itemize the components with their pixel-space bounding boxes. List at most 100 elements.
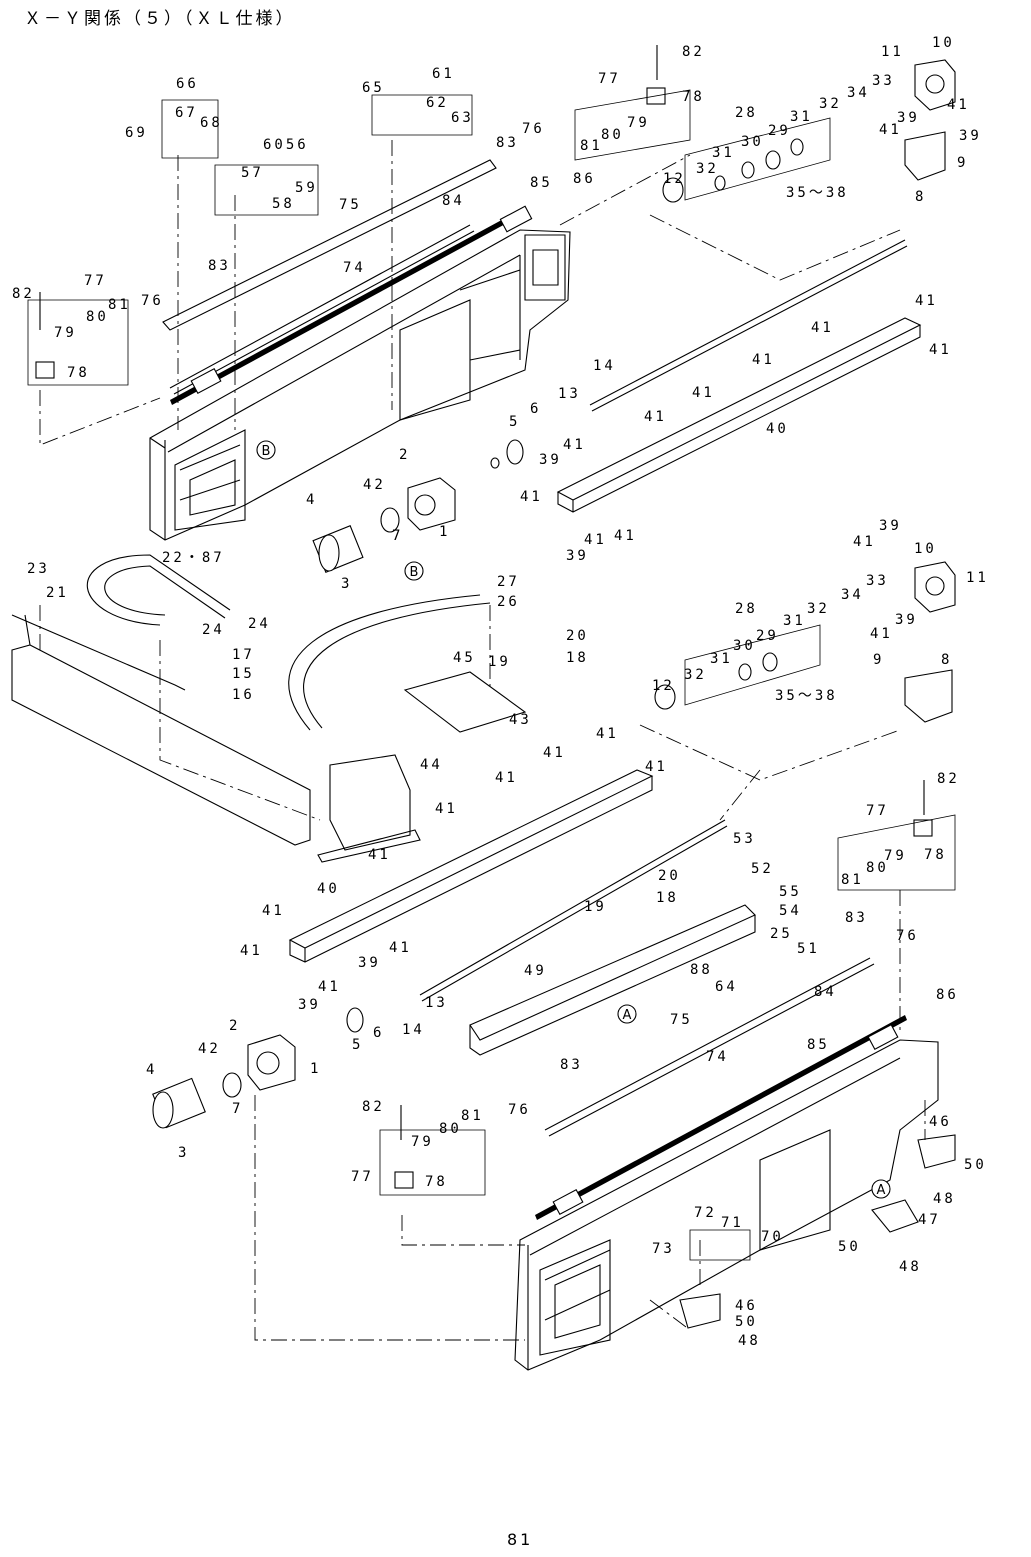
part-label: 4 bbox=[146, 1062, 157, 1078]
bracket-47 bbox=[871, 1199, 919, 1233]
part-label: 64 bbox=[715, 979, 738, 995]
part-label: 41 bbox=[752, 352, 775, 368]
part-label: 50 bbox=[735, 1314, 758, 1330]
part-label: 75 bbox=[670, 1012, 693, 1028]
bracket-10 bbox=[914, 59, 956, 111]
part-label: 41 bbox=[644, 409, 667, 425]
part-label: 35～38 bbox=[775, 688, 838, 704]
part-label: 77 bbox=[84, 273, 107, 289]
plate-43 bbox=[403, 671, 527, 733]
part-label: 41 bbox=[692, 385, 715, 401]
part-label: 84 bbox=[814, 984, 837, 1000]
part-label: 82 bbox=[682, 44, 705, 60]
slider-block bbox=[190, 367, 222, 395]
part-label: 41 bbox=[947, 97, 970, 113]
part-label: 40 bbox=[317, 881, 340, 897]
part-label: 83 bbox=[560, 1057, 583, 1073]
upper-plate-75 bbox=[162, 159, 497, 331]
part-label: 79 bbox=[884, 848, 907, 864]
part-label: 39 bbox=[566, 548, 589, 564]
part-label: 41 bbox=[389, 940, 412, 956]
callout-circle bbox=[404, 561, 424, 581]
part-label: 32 bbox=[684, 667, 707, 683]
part-label: 29 bbox=[768, 123, 791, 139]
part-label: 43 bbox=[509, 712, 532, 728]
lower-shaft bbox=[419, 819, 728, 1002]
part-label: 7 bbox=[232, 1101, 243, 1117]
part-label: 81 bbox=[580, 138, 603, 154]
part-label: 82 bbox=[362, 1099, 385, 1115]
part-label: 4 bbox=[306, 492, 317, 508]
part-label: 71 bbox=[721, 1215, 744, 1231]
upper-frame bbox=[149, 229, 571, 541]
part-drawings bbox=[11, 45, 956, 1371]
callout-marker: B bbox=[404, 561, 424, 581]
part-label: 78 bbox=[425, 1174, 448, 1190]
part-label: 80 bbox=[866, 860, 889, 876]
part-label: 73 bbox=[652, 1241, 675, 1257]
part-label: 86 bbox=[573, 171, 596, 187]
part-label: 79 bbox=[54, 325, 77, 341]
part-label: 32 bbox=[819, 96, 842, 112]
part-label: 32 bbox=[807, 601, 830, 617]
part-label: 52 bbox=[751, 861, 774, 877]
callout-letter: B bbox=[262, 444, 271, 459]
part-label: 13 bbox=[558, 386, 581, 402]
part-label: 24 bbox=[248, 616, 271, 632]
part-label: 41 bbox=[870, 626, 893, 642]
part-label: 86 bbox=[936, 987, 959, 1003]
part-label: 58 bbox=[272, 196, 295, 212]
callout-letter: A bbox=[877, 1183, 886, 1198]
part-label: 25 bbox=[770, 926, 793, 942]
part-label: 77 bbox=[866, 803, 889, 819]
part-label: 75 bbox=[339, 197, 362, 213]
part-label: 80 bbox=[86, 309, 109, 325]
housing-1 bbox=[407, 477, 456, 531]
part-label: 20 bbox=[658, 868, 681, 884]
cable-carrier-22 bbox=[86, 554, 231, 626]
part-label: 31 bbox=[712, 145, 735, 161]
callout-letter: A bbox=[623, 1008, 632, 1023]
part-label: 39 bbox=[358, 955, 381, 971]
part-label: 41 bbox=[645, 759, 668, 775]
part-label: 2 bbox=[229, 1018, 240, 1034]
part-label: 2 bbox=[399, 447, 410, 463]
part-label: 39 bbox=[959, 128, 982, 144]
part-label: 76 bbox=[896, 928, 919, 944]
part-label: 80 bbox=[439, 1121, 462, 1137]
page-title: Ｘ－Ｙ関係（５）（ＸＬ仕様） bbox=[24, 9, 296, 29]
part-label: 39 bbox=[539, 452, 562, 468]
part-label: 41 bbox=[240, 943, 263, 959]
part-label: 28 bbox=[735, 105, 758, 121]
part-label: 33 bbox=[866, 573, 889, 589]
part-label: 9 bbox=[957, 155, 968, 171]
part-label: 15 bbox=[232, 666, 255, 682]
reference-callouts: B B A A bbox=[256, 440, 891, 1199]
part-label: 34 bbox=[841, 587, 864, 603]
part-label: 10 bbox=[914, 541, 937, 557]
part-label: 10 bbox=[932, 35, 955, 51]
part-label: 48 bbox=[933, 1191, 956, 1207]
part-label: 35～38 bbox=[786, 185, 849, 201]
part-label: 83 bbox=[208, 258, 231, 274]
part-label: 14 bbox=[402, 1022, 425, 1038]
part-label: 34 bbox=[847, 85, 870, 101]
part-label: 51 bbox=[797, 941, 820, 957]
part-label: 41 bbox=[543, 745, 566, 761]
part-label: 81 bbox=[461, 1108, 484, 1124]
part-label: 41 bbox=[584, 532, 607, 548]
callout-marker: A bbox=[871, 1179, 891, 1199]
part-label: 46 bbox=[735, 1298, 758, 1314]
lower-frame bbox=[514, 1039, 939, 1371]
part-label: 83 bbox=[845, 910, 868, 926]
part-label: 62 bbox=[426, 95, 449, 111]
bracket-10b bbox=[914, 561, 956, 613]
part-label: 39 bbox=[298, 997, 321, 1013]
frame-21 bbox=[11, 644, 311, 846]
leader-lines bbox=[27, 89, 956, 1341]
bracket-8b bbox=[904, 669, 953, 723]
part-label: 41 bbox=[879, 122, 902, 138]
part-label: 39 bbox=[879, 518, 902, 534]
